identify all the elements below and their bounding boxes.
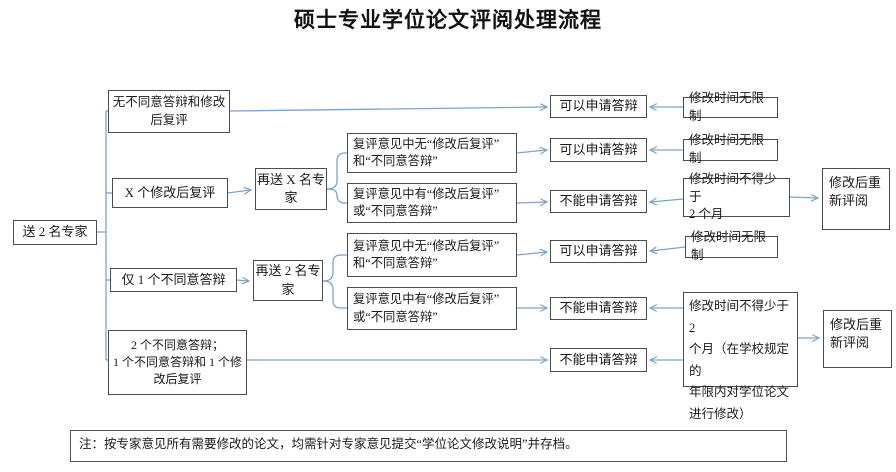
edge-time4-to-d4 — [651, 247, 686, 251]
node-can-defend-2: 可以申请答辩 — [550, 138, 647, 162]
edge-reviewA-to-candefend — [516, 150, 546, 153]
node-can-defend-1: 可以申请答辩 — [550, 95, 647, 118]
node-branch-no-objection: 无不同意答辩和修改 后复评 — [108, 90, 230, 133]
node-time-min-2-months-long: 修改时间不得少于 2 个月（在学校规定的 年限内对学位论文 进行修改） — [683, 292, 798, 421]
node-rereview-1: 修改后重 新评阅 — [822, 168, 890, 230]
edge-xrevise-to-resendx — [227, 190, 250, 193]
node-cannot-defend-3: 不能申请答辩 — [550, 348, 647, 372]
edge-time3-to-rereview1 — [789, 197, 817, 198]
edge-time3-to-d3 — [651, 199, 684, 202]
node-time-unlimited-3: 修改时间无限制 — [685, 230, 778, 262]
edge-root-bracket — [97, 110, 112, 361]
footnote-box: 注：按专家意见所有需要修改的论文，均需针对专家意见提交“学位论文修改说明”并存档… — [70, 430, 787, 462]
node-can-defend-3: 可以申请答辩 — [550, 240, 647, 263]
node-resend-2-experts: 再送 2 名专 家 — [253, 260, 323, 301]
node-time-min-2-months: 修改时间不得少于 2 个月 — [683, 172, 790, 221]
node-branch-x-revise: X 个修改后复评 — [112, 178, 228, 208]
edge-resend2-bracket — [322, 254, 347, 309]
edge-reviewC-to-candefend — [516, 252, 546, 255]
node-cannot-defend-1: 不能申请答辩 — [550, 190, 647, 213]
node-review-with-1: 复评意见中有“修改后复评” 或“不同意答辩” — [347, 183, 517, 223]
node-branch-one-disagree: 仅 1 个不同意答辩 — [110, 268, 237, 292]
edge-onedisagree-to-resend2 — [236, 280, 248, 281]
edge-reviewB-to-cannotdefend — [516, 202, 546, 203]
node-cannot-defend-2: 不能申请答辩 — [550, 297, 647, 320]
node-review-with-2: 复评意见中有“修改后复评” 或“不同意答辩” — [347, 287, 517, 330]
node-branch-two-disagree: 2 个不同意答辩； 1 个不同意答辩和 1 个修 改后复评 — [108, 330, 247, 395]
page-title: 硕士专业学位论文评阅处理流程 — [294, 8, 602, 32]
node-review-without-1: 复评意见中无“修改后复评” 和“不同意答辩” — [347, 133, 517, 173]
node-rereview-2: 修改后重 新评阅 — [823, 310, 892, 368]
node-time-unlimited-1: 修改时间无限制 — [683, 91, 778, 123]
node-send-2-experts: 送 2 名专家 — [13, 220, 97, 245]
edge-resendx-bracket — [326, 152, 347, 204]
node-resend-x-experts: 再送 X 名专 家 — [255, 168, 327, 210]
node-review-without-2: 复评意见中无“修改后复评” 和“不同意答辩” — [347, 233, 517, 277]
node-time-unlimited-2: 修改时间无限制 — [683, 133, 778, 165]
edge-noobjection-to-candefend — [229, 107, 546, 112]
